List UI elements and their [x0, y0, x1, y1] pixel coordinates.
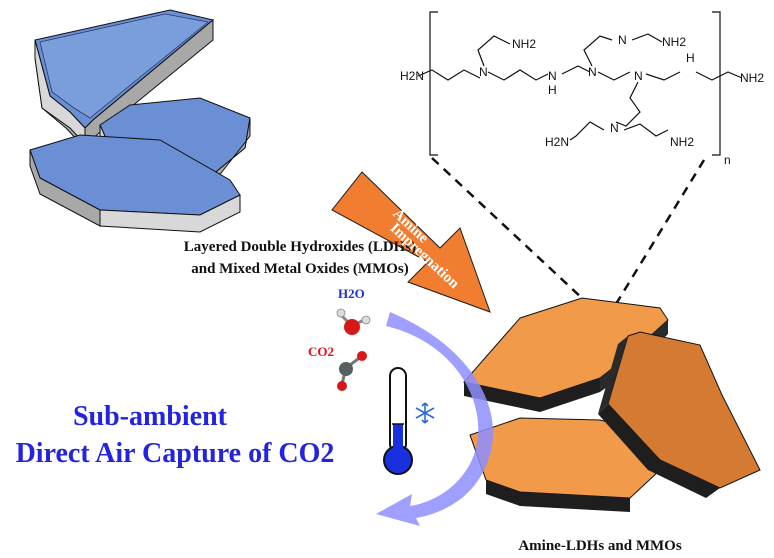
impregnation-arrow — [331, 171, 491, 313]
water-molecule-icon — [336, 308, 371, 335]
ldh-label-line2: and Mixed Metal Oxides (MMOs) — [191, 261, 409, 277]
atom-h1: H — [548, 83, 557, 97]
atom-n5: N — [618, 33, 627, 47]
title-line2: Direct Air Capture of CO2 — [15, 438, 335, 469]
atom-h2n-bottom: H2N — [545, 135, 569, 149]
atom-n3: N — [588, 65, 597, 79]
atom-n4: N — [634, 69, 643, 83]
atom-n2: N — [548, 69, 557, 83]
thermometer-icon — [383, 367, 413, 475]
title-line1: Sub-ambient — [72, 401, 228, 432]
atom-h2: H — [686, 51, 695, 65]
polymer-atoms: H2N NH2 N N H N NH2 NH2 N H N H2N N NH2 … — [400, 33, 764, 167]
atom-nh2-top1: NH2 — [512, 37, 536, 51]
atom-n6: N — [610, 121, 619, 135]
atom-nh2-right: NH2 — [740, 71, 764, 85]
repeat-n: n — [724, 153, 731, 167]
h2o-label: H2O — [338, 286, 365, 301]
atom-nh2-bottom: NH2 — [670, 135, 694, 149]
ldh-plate-top — [34, 9, 215, 146]
co2-label: CO2 — [308, 344, 334, 359]
mmo-plate-side — [598, 331, 761, 498]
capture-swirl-arrow — [376, 312, 494, 526]
ldh-plate-bottom — [29, 134, 241, 233]
ldh-label: Layered Double Hydroxides (LDHs) and Mix… — [150, 236, 450, 280]
amine-ldh-label: Amine-LDHs and MMOs — [518, 538, 682, 554]
ldh-label-line1: Layered Double Hydroxides (LDHs) — [183, 239, 417, 255]
mmo-plate-bottom — [469, 417, 661, 512]
atom-h2n-left: H2N — [400, 69, 424, 83]
atom-nh2-top2: NH2 — [662, 35, 686, 49]
atom-n1: N — [479, 65, 488, 79]
polymer-structure — [417, 11, 743, 156]
mmo-plates — [463, 297, 761, 512]
co2-molecule-icon — [337, 351, 367, 391]
snowflake-icon — [415, 402, 435, 424]
ldh-plates — [29, 9, 251, 233]
